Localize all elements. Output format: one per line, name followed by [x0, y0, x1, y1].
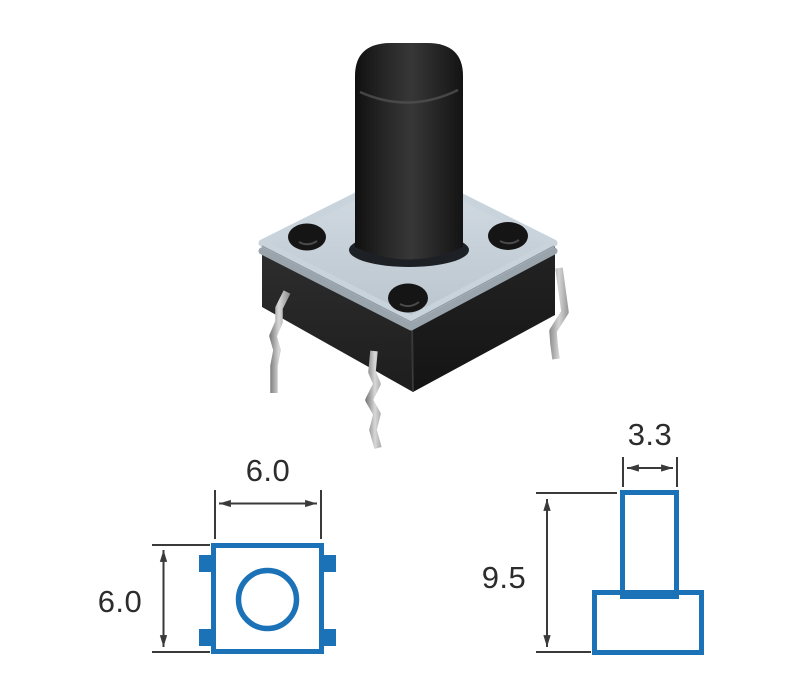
tab-right-top — [321, 555, 336, 572]
side-view-diagram: 3.3 9.5 — [482, 417, 704, 655]
side-view-base — [592, 590, 704, 655]
rivet-left-highlight — [298, 240, 318, 246]
switch-plunger — [349, 43, 469, 267]
rivet-left — [288, 223, 326, 251]
extension-lines — [214, 490, 322, 539]
plunger-cylinder — [355, 43, 463, 260]
side-view-height-label: 9.5 — [482, 560, 527, 595]
top-view-outline — [211, 543, 324, 654]
plunger-cap-rim-highlight — [359, 88, 459, 104]
top-view-plunger-circle — [235, 567, 300, 632]
top-view-height-dimension: 6.0 — [98, 544, 210, 653]
side-view-height-dimension: 9.5 — [482, 492, 617, 653]
side-view-width-label: 3.3 — [628, 417, 673, 452]
top-view-width-dimension: 6.0 — [214, 453, 322, 539]
side-view-width-dimension: 3.3 — [622, 417, 678, 487]
body-right-face — [412, 245, 555, 392]
rivet-front-highlight — [399, 301, 420, 308]
rivet-right-highlight — [499, 239, 520, 245]
extension-lines — [622, 457, 678, 487]
rivet-front — [388, 283, 428, 313]
switch-leads — [269, 267, 569, 450]
extension-lines — [536, 492, 617, 653]
top-view-width-label: 6.0 — [246, 453, 291, 488]
plate-rivets — [288, 222, 528, 313]
tab-right-bottom — [321, 629, 336, 646]
lead-right — [549, 267, 569, 360]
lead-left — [269, 290, 291, 393]
switch-3d-render — [258, 43, 569, 450]
body-front-edge-highlight — [411, 321, 414, 392]
rivet-right — [488, 222, 528, 250]
side-view-plunger — [620, 490, 679, 599]
extension-lines — [152, 544, 210, 653]
tab-left-top — [199, 555, 214, 572]
plate-edge-line — [261, 245, 555, 323]
lead-front — [365, 350, 382, 450]
tab-left-bottom — [199, 629, 214, 646]
top-view-height-label: 6.0 — [98, 584, 143, 619]
top-view-diagram: 6.0 6.0 — [98, 453, 336, 654]
